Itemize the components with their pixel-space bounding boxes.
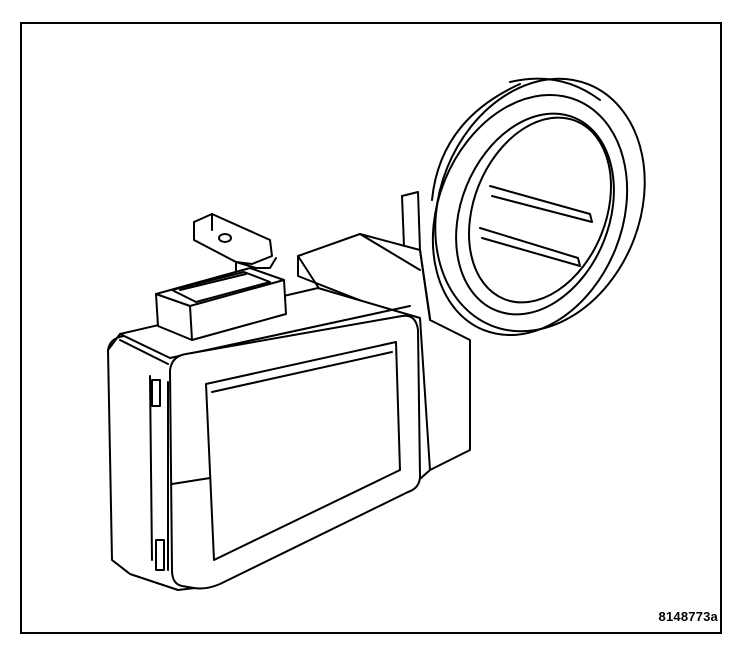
module-body [107, 287, 431, 591]
side-slot-lower [155, 539, 165, 571]
ring-spoke-lower [479, 227, 581, 267]
ring-spoke-upper [489, 185, 593, 223]
antenna-ring [419, 77, 646, 337]
mounting-tab [193, 213, 277, 273]
electrical-connector [155, 267, 287, 341]
mounting-hole [218, 233, 232, 243]
figure-id-label: 8148773a [658, 609, 718, 624]
side-slot-upper [151, 379, 161, 407]
